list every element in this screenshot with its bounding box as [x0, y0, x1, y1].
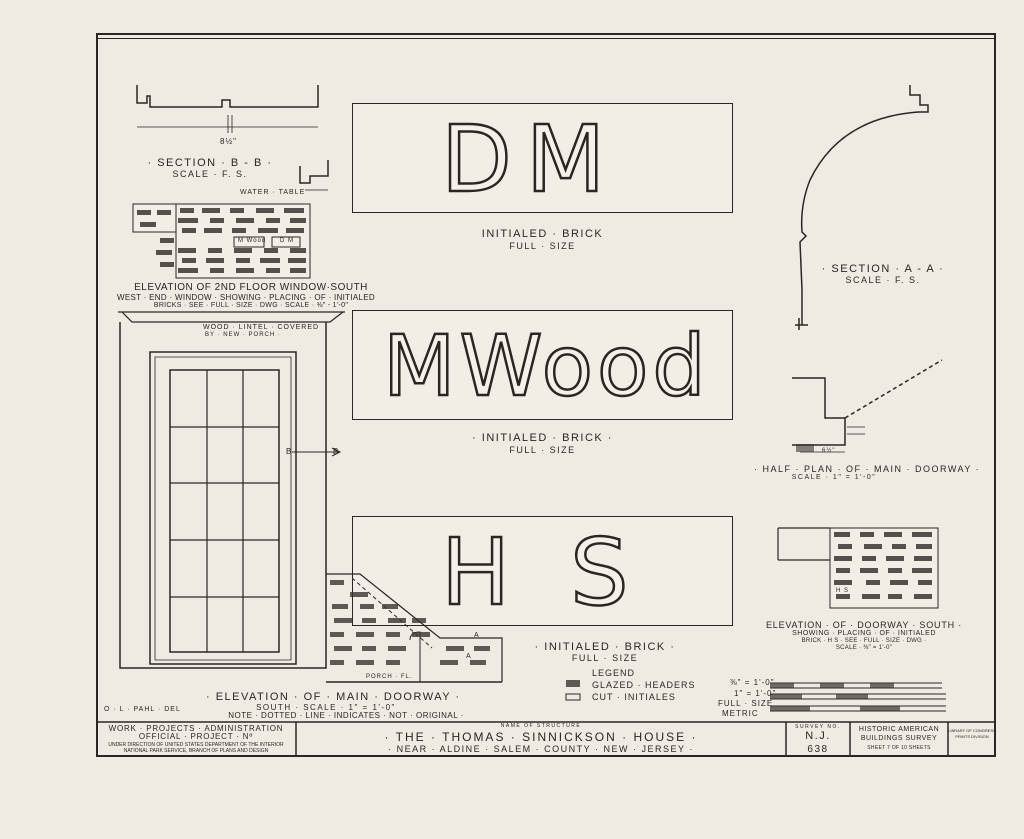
brick-letters-mwood: MWood — [382, 316, 710, 417]
scale-full-size: FULL · SIZE — [718, 699, 774, 708]
brick-panel-hs-scale: FULL · SIZE — [571, 653, 639, 663]
survey-state: N.J. — [805, 730, 831, 742]
section-a-marker-top: A — [474, 632, 480, 639]
lintel-note-2: BY · NEW · PORCH · — [205, 332, 281, 338]
habs-line-2: BUILDINGS SURVEY — [860, 735, 938, 742]
half-plan-scale: SCALE · 1" = 1'-0" — [791, 474, 877, 481]
sheet-number: SHEET 7 OF 10 SHEETS — [867, 745, 931, 751]
window-elevation-line3: BRICKS · SEE · FULL · SIZE · DWG · SCALE… — [153, 302, 349, 309]
drawn-by: O · L · PAHL · DEL — [104, 706, 181, 713]
section-bb-scale: SCALE · F. S. — [172, 169, 248, 179]
doorway-south-line2: SHOWING · PLACING · OF · INITIALED — [792, 630, 936, 637]
window-brick-dm: D M — [280, 238, 294, 244]
window-elevation-title: ELEVATION OF 2ND FLOOR WINDOW·SOUTH — [134, 282, 368, 293]
brick-panel-mwood: MWood — [352, 310, 733, 420]
survey-number: 638 — [807, 744, 829, 755]
brick-panel-dm-label: INITIALED · BRICK — [481, 228, 604, 240]
bb-marker-left: B — [286, 447, 293, 456]
brick-letters-dm: DM — [440, 105, 620, 215]
section-aa-title: · SECTION · A - A · — [821, 263, 945, 275]
half-plan-dim: 6½" — [822, 448, 836, 454]
main-doorway-scale: SOUTH · SCALE · 1" = 1'-0" — [256, 703, 396, 712]
structure-name-label: NAME OF STRUCTURE — [500, 723, 582, 729]
legend-glazed-headers: GLAZED · HEADERS — [592, 680, 696, 690]
porch-floor-label: PORCH · FL. — [366, 674, 413, 680]
doorway-south-line3: BRICK · H S · SEE · FULL · SIZE · DWG · — [801, 638, 927, 644]
structure-location: · NEAR · ALDINE · SALEM · COUNTY · NEW ·… — [388, 744, 694, 754]
brick-panel-dm-scale: FULL · SIZE — [509, 241, 576, 251]
section-bb-title: · SECTION · B - B · — [147, 157, 273, 169]
window-elevation-line2: WEST · END · WINDOW · SHOWING · PLACING … — [117, 293, 375, 302]
legend-title: LEGEND — [592, 668, 636, 678]
section-aa-scale: SCALE · F. S. — [845, 275, 921, 285]
scale-1in: 1" = 1'-0" — [734, 689, 777, 698]
agency-line-3: UNDER DIRECTION OF UNITED STATES DEPARTM… — [108, 742, 284, 748]
brick-panel-dm: DM — [352, 103, 733, 215]
section-a-marker-bottom: A — [466, 653, 472, 660]
brick-panel-mwood-label: · INITIALED · BRICK · — [472, 432, 613, 444]
survey-label: SURVEY NO. — [795, 724, 841, 730]
lintel-note-1: WOOD · LINTEL · COVERED — [203, 324, 320, 331]
brick-letters-hs: HS — [440, 518, 689, 628]
doorway-south-title: ELEVATION · OF · DOORWAY · SOUTH · — [765, 620, 963, 630]
doorway-south-line4: SCALE · ⅜" = 1'-0" — [835, 645, 893, 651]
brick-panel-hs-label: · INITIALED · BRICK · — [534, 641, 676, 653]
water-table-label: WATER · TABLE — [240, 189, 306, 196]
scale-metric: METRIC — [722, 709, 759, 718]
main-doorway-title: · ELEVATION · OF · MAIN · DOORWAY · — [206, 691, 461, 703]
doorway-south-brick: H S — [836, 588, 850, 594]
habs-line-1: HISTORIC AMERICAN — [858, 726, 940, 733]
legend-cut-initiales: CUT · INITIALES — [592, 692, 676, 702]
library-stamp-1: LIBRARY OF CONGRESS — [948, 728, 996, 733]
agency-line-4: NATIONAL PARK SERVICE, BRANCH OF PLANS A… — [123, 748, 269, 754]
half-plan-title: · HALF · PLAN · OF · MAIN · DOORWAY · — [754, 464, 981, 474]
agency-line-1: WORK · PROJECTS · ADMINISTRATION — [108, 724, 284, 733]
section-bb-dim: 8½" — [220, 137, 237, 146]
main-doorway-note: NOTE · DOTTED · LINE · INDICATES · NOT ·… — [228, 711, 464, 720]
library-stamp-2: PRINTS DIVISION — [955, 734, 989, 739]
brick-panel-mwood-scale: FULL · SIZE — [509, 445, 576, 455]
scale-3-8: ⅜" = 1'-0" — [730, 678, 775, 687]
brick-panel-hs: HS — [352, 516, 733, 628]
border-double-line — [96, 38, 996, 39]
bb-marker-right: B — [333, 447, 340, 456]
window-brick-mwood: M Wood — [238, 238, 267, 244]
structure-name: · THE · THOMAS · SINNICKSON · HOUSE · — [384, 730, 698, 744]
sheet-border — [96, 33, 996, 757]
agency-line-2: OFFICIAL · PROJECT · Nº — [138, 732, 254, 741]
